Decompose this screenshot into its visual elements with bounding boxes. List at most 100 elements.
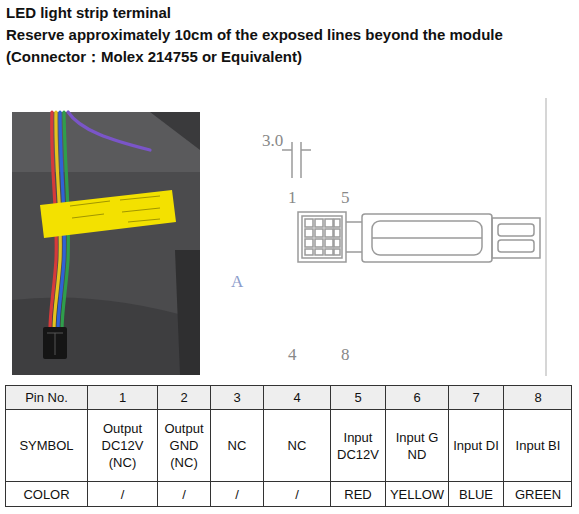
wire-connector (55, 333, 56, 355)
connector-drawing (315, 229, 323, 237)
table-cell: RED (331, 482, 385, 507)
yellow-tag (120, 196, 160, 200)
table-grid (6, 386, 572, 507)
table-header: Pin No. (6, 386, 87, 409)
connector-drawing (325, 219, 333, 227)
connector-drawing (334, 229, 340, 237)
yellow-tag (72, 214, 104, 218)
heading: LED light strip terminal (6, 4, 171, 22)
photo (12, 298, 200, 376)
table-cell: YELLOW (386, 482, 448, 507)
yellow-tag (40, 190, 176, 238)
connector-drawing (305, 229, 313, 237)
view-letter: A (231, 272, 243, 292)
connector-drawing (315, 249, 323, 255)
table-cell: / (211, 482, 263, 507)
connector-drawing (498, 224, 534, 236)
table-header: 3 (211, 386, 263, 409)
photo (150, 112, 200, 150)
table-cell: / (88, 482, 157, 507)
table-cell: Output GND (NC) (158, 410, 210, 481)
connector-drawing (282, 142, 540, 262)
connector-drawing (302, 216, 342, 258)
photo (175, 250, 200, 375)
table-grid (87, 385, 88, 507)
frame-line (545, 98, 547, 376)
photo (12, 112, 200, 172)
connector-drawing (362, 214, 492, 262)
wire-connector (43, 327, 67, 359)
yellow-tag (40, 190, 176, 238)
table-grid (263, 385, 264, 507)
table-grid (5, 385, 572, 507)
table-cell: BLUE (449, 482, 503, 507)
pin-number: 5 (341, 188, 350, 208)
connector-drawing (372, 237, 482, 239)
table-cell: / (158, 482, 210, 507)
photo (12, 112, 200, 375)
photo (12, 112, 200, 375)
connector-drawing (315, 239, 323, 247)
connector-drawing (315, 219, 323, 227)
yellow-tag (122, 208, 160, 212)
connector-drawing (334, 239, 340, 247)
connector-drawing (372, 221, 482, 255)
pin-number: 4 (288, 345, 297, 365)
table-grid (5, 409, 572, 410)
connector-drawing (334, 219, 340, 227)
table-header: 8 (504, 386, 572, 409)
connector-drawing (305, 249, 313, 255)
connector-drawing (346, 221, 362, 223)
table-cell: Input DC12V (331, 410, 385, 481)
table-cell: Output DC12V (NC) (88, 410, 157, 481)
pin-number: 1 (288, 188, 297, 208)
wire-bundle (68, 112, 150, 150)
pin-number: 8 (341, 345, 350, 365)
row-header: SYMBOL (6, 410, 87, 481)
table-header: 5 (331, 386, 385, 409)
table-grid (330, 385, 331, 507)
table-cell: / (264, 482, 330, 507)
connector-drawing (492, 218, 540, 258)
table-header: 1 (88, 386, 157, 409)
yellow-tag (128, 219, 160, 222)
table-grid (448, 385, 449, 507)
table-cell: NC (211, 410, 263, 481)
table-header: 7 (449, 386, 503, 409)
connector-drawing (305, 219, 313, 227)
table-header: 2 (158, 386, 210, 409)
yellow-tag (70, 196, 160, 222)
yellow-tag (70, 201, 110, 206)
connector-drawing (282, 149, 292, 151)
connector-drawing (301, 149, 311, 151)
row-header: COLOR (6, 482, 87, 507)
connector-drawing (300, 142, 302, 178)
connector-drawing (298, 212, 346, 262)
connector-drawing (325, 249, 333, 255)
heading-line: Reserve approximately 10cm of the expose… (6, 26, 503, 44)
table-grid (385, 385, 386, 507)
table-grid (503, 385, 504, 507)
table-cell: NC (264, 410, 330, 481)
dimension-label: 3.0 (262, 131, 283, 151)
table-cell: Input BI (504, 410, 572, 481)
table-header: 6 (386, 386, 448, 409)
table-cell: GREEN (504, 482, 572, 507)
table-grid (6, 386, 572, 410)
table-cell: Input G ND (386, 410, 448, 481)
connector-drawing (334, 249, 340, 255)
table-header: 4 (264, 386, 330, 409)
heading-line: (Connector：Molex 214755 or Equivalent) (6, 48, 302, 66)
connector-drawing (291, 142, 293, 178)
connector-drawing (325, 229, 333, 237)
connector-drawing (498, 240, 534, 252)
connector-drawing (346, 251, 362, 253)
table-grid (210, 385, 211, 507)
table-grid (157, 385, 158, 507)
table-cell: Input DI (449, 410, 503, 481)
wire-connector (43, 327, 67, 359)
table-grid (5, 481, 572, 482)
connector-drawing (305, 239, 313, 247)
connector-drawing (325, 239, 333, 247)
